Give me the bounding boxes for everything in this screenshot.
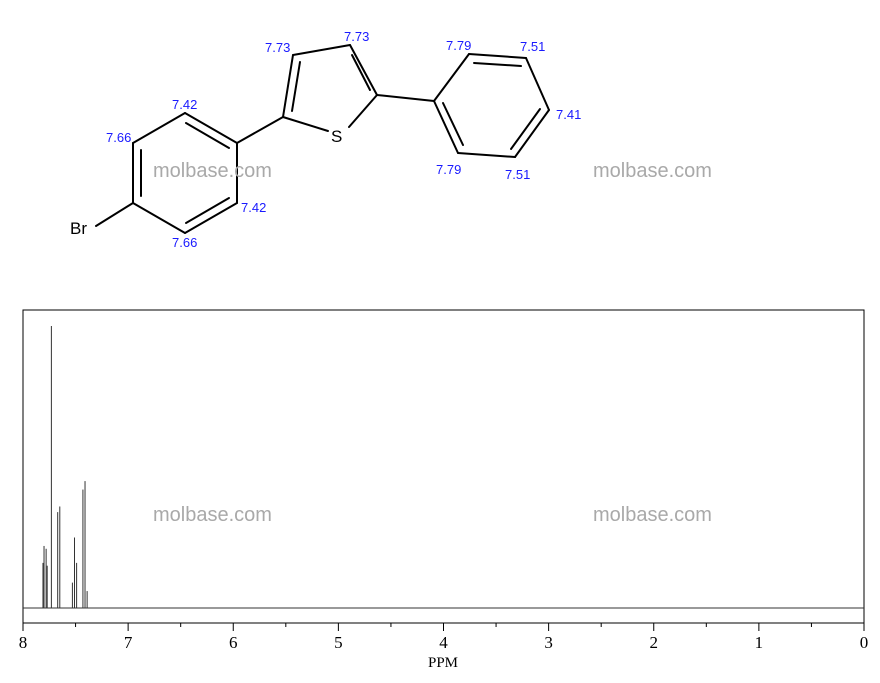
shift-label-phenyl-para: 7.41 <box>556 107 581 122</box>
aryl-thiophene-bond <box>236 116 284 144</box>
thiophene-ring <box>282 44 378 132</box>
x-tick-label: 4 <box>439 633 448 652</box>
watermark-bottom-left: molbase.com <box>153 504 272 526</box>
nmr-spectrum-chart: 8 7 6 5 4 3 2 1 0 PPM <box>19 309 869 671</box>
bromine-atom: Br <box>70 219 87 238</box>
thiophene-phenyl-bond <box>376 94 435 102</box>
spectrum-peaks <box>42 326 88 608</box>
x-tick-label: 0 <box>860 633 869 652</box>
watermark-top-right: molbase.com <box>593 160 712 182</box>
phenyl-ring <box>433 53 550 158</box>
shift-label-phenyl-ortho-top: 7.79 <box>446 38 471 53</box>
x-axis-tick-labels: 8 7 6 5 4 3 2 1 0 <box>19 633 869 652</box>
shift-label-bromophenyl-ortho-bottom: 7.42 <box>241 200 266 215</box>
x-axis-title: PPM <box>428 655 458 671</box>
plot-frame <box>22 309 865 624</box>
watermark-bottom-right: molbase.com <box>593 504 712 526</box>
x-tick-label: 7 <box>124 633 133 652</box>
x-tick-label: 2 <box>650 633 659 652</box>
molecule-structure: Br S 7.73 7.73 <box>70 29 581 250</box>
x-axis-ticks <box>22 623 865 631</box>
shift-label-thiophene-h3: 7.73 <box>265 40 290 55</box>
shift-label-bromophenyl-ortho-top: 7.42 <box>172 97 197 112</box>
shift-label-phenyl-meta-bottom: 7.51 <box>505 167 530 182</box>
x-tick-label: 5 <box>334 633 343 652</box>
shift-label-bromophenyl-meta-bottom: 7.66 <box>172 235 197 250</box>
sulfur-atom: S <box>331 127 342 146</box>
watermark-top-left: molbase.com <box>153 160 272 182</box>
bromophenyl-ring <box>132 112 238 234</box>
shift-label-thiophene-h4: 7.73 <box>344 29 369 44</box>
shift-label-phenyl-meta-top: 7.51 <box>520 39 545 54</box>
x-tick-label: 1 <box>755 633 764 652</box>
shift-label-bromophenyl-meta-top: 7.66 <box>106 130 131 145</box>
x-tick-label: 8 <box>19 633 28 652</box>
x-tick-label: 3 <box>544 633 553 652</box>
shift-label-phenyl-ortho-bottom: 7.79 <box>436 162 461 177</box>
c-br-bond <box>95 202 134 227</box>
x-tick-label: 6 <box>229 633 238 652</box>
